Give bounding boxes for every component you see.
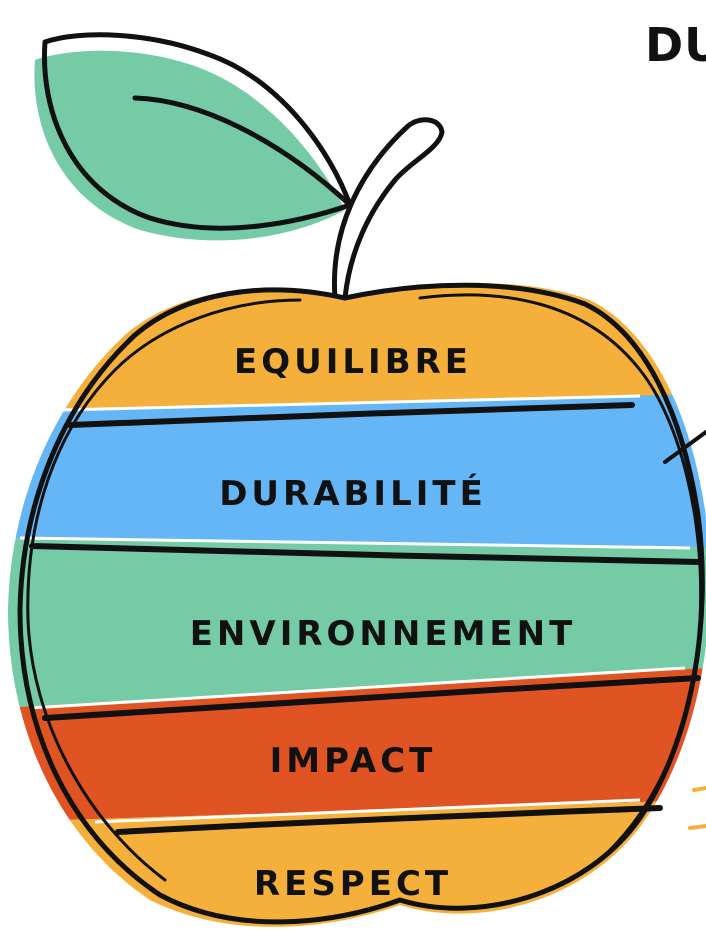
band-label-durabilite: DURABILITÉ (219, 473, 487, 514)
accent-marks (688, 786, 706, 830)
band-equilibre (8, 282, 706, 410)
band-label-equilibre: EQUILIBRE (234, 342, 472, 382)
band-label-respect: RESPECT (254, 864, 452, 904)
band-label-environnement: ENVIRONNEMENT (190, 614, 577, 654)
band-environnement (8, 538, 706, 708)
band-durabilite (8, 394, 706, 548)
page-heading-fragment: DU (645, 18, 706, 72)
band-dividers (29, 402, 703, 835)
stem-icon (331, 117, 445, 299)
leaf-icon (34, 32, 353, 241)
band-impact (8, 668, 706, 822)
band-label-impact: IMPACT (270, 741, 437, 781)
band-separators (19, 394, 691, 824)
apple-outline (17, 282, 706, 925)
